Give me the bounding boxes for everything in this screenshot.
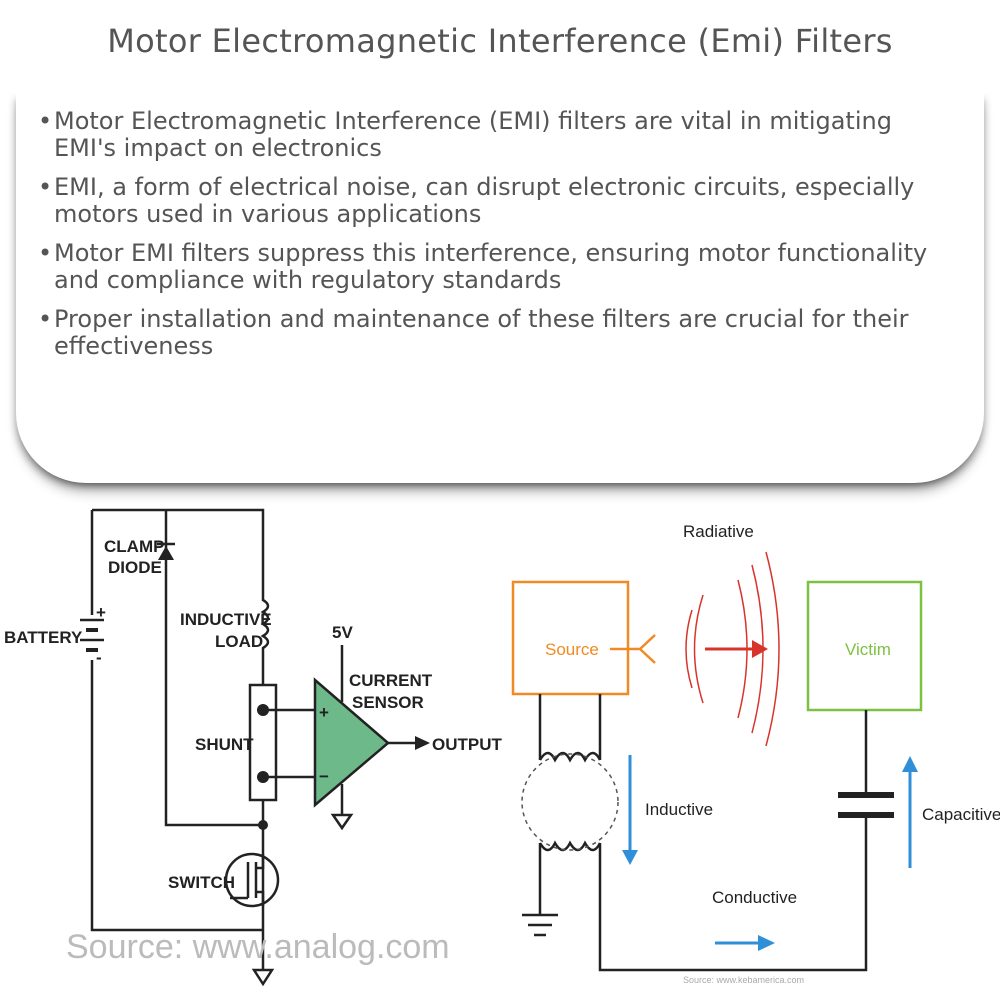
clamp-wire — [164, 510, 263, 827]
ground-icon — [522, 913, 558, 937]
page-title: Motor Electromagnetic Interference (Emi)… — [107, 22, 893, 60]
right-source-credit: Source: www.kebamerica.com — [683, 975, 804, 985]
top-wire — [92, 508, 265, 540]
victim-label: Victim — [845, 640, 891, 659]
radiative-arrow-head — [752, 640, 768, 658]
v5-label: 5V — [332, 623, 353, 642]
inductive-label: Inductive — [645, 800, 713, 819]
battery-plus: + — [96, 603, 106, 622]
inductor-coil-bottom — [538, 840, 602, 852]
conductive-arrow-head — [758, 935, 775, 951]
bullet-item: Proper installation and maintenance of t… — [38, 306, 958, 360]
conductive-path — [538, 815, 868, 972]
conductive-label: Conductive — [712, 888, 797, 907]
inductive-label: INDUCTIVE — [180, 610, 272, 629]
inductor-symbol — [260, 540, 270, 685]
diode-label: DIODE — [108, 558, 162, 577]
bullet-item: Motor EMI filters suppress this interfer… — [38, 240, 958, 294]
battery-symbol — [80, 618, 104, 652]
bullet-item: Motor Electromagnetic Interference (EMI)… — [38, 108, 958, 162]
capacitive-label: Capacitive — [922, 805, 1000, 824]
load-label: LOAD — [215, 632, 263, 651]
current-sense-circuit: BATTERY + - CLAMP DIODE INDUCTIVE LOAD S… — [4, 508, 503, 987]
current-label: CURRENT — [349, 671, 433, 690]
shunt-label: SHUNT — [195, 735, 254, 754]
inductive-arrow-head — [622, 850, 638, 865]
radiative-label: Radiative — [683, 522, 754, 541]
ground-icon — [251, 968, 275, 987]
switch-label: SWITCH — [168, 873, 235, 892]
bullet-list: Motor Electromagnetic Interference (EMI)… — [38, 108, 958, 372]
coil-leads-top — [538, 694, 602, 760]
inductor-coil-top — [538, 751, 602, 763]
bullet-item: EMI, a form of electrical noise, can dis… — [38, 174, 958, 228]
victim-box — [806, 580, 923, 712]
amp-minus-sign: − — [319, 767, 329, 786]
source-label: Source — [545, 640, 599, 659]
battery-label: BATTERY — [4, 628, 83, 647]
emi-diagrams: BATTERY + - CLAMP DIODE INDUCTIVE LOAD S… — [4, 508, 1000, 987]
output-arrow-icon — [415, 736, 430, 750]
clamp-label: CLAMP — [104, 537, 164, 556]
switch-symbol — [224, 852, 280, 908]
sensor-label: SENSOR — [352, 693, 424, 712]
source-box — [511, 580, 630, 696]
capacitive-arrow-head — [902, 756, 918, 772]
output-label: OUTPUT — [432, 735, 503, 754]
emi-coupling-diagram: Radiative Source Victim — [511, 522, 1000, 985]
current-sensor-amp — [313, 677, 390, 808]
battery-minus: - — [96, 648, 102, 667]
magnetic-coupling-ring — [521, 753, 619, 851]
left-source-credit: Source: www.analog.com — [66, 928, 450, 966]
antenna-icon — [610, 634, 656, 664]
left-wire-bottom — [90, 660, 263, 932]
amp-plus-sign: + — [319, 703, 329, 722]
ground-icon — [330, 813, 354, 831]
clamp-diode-symbol — [157, 542, 175, 560]
